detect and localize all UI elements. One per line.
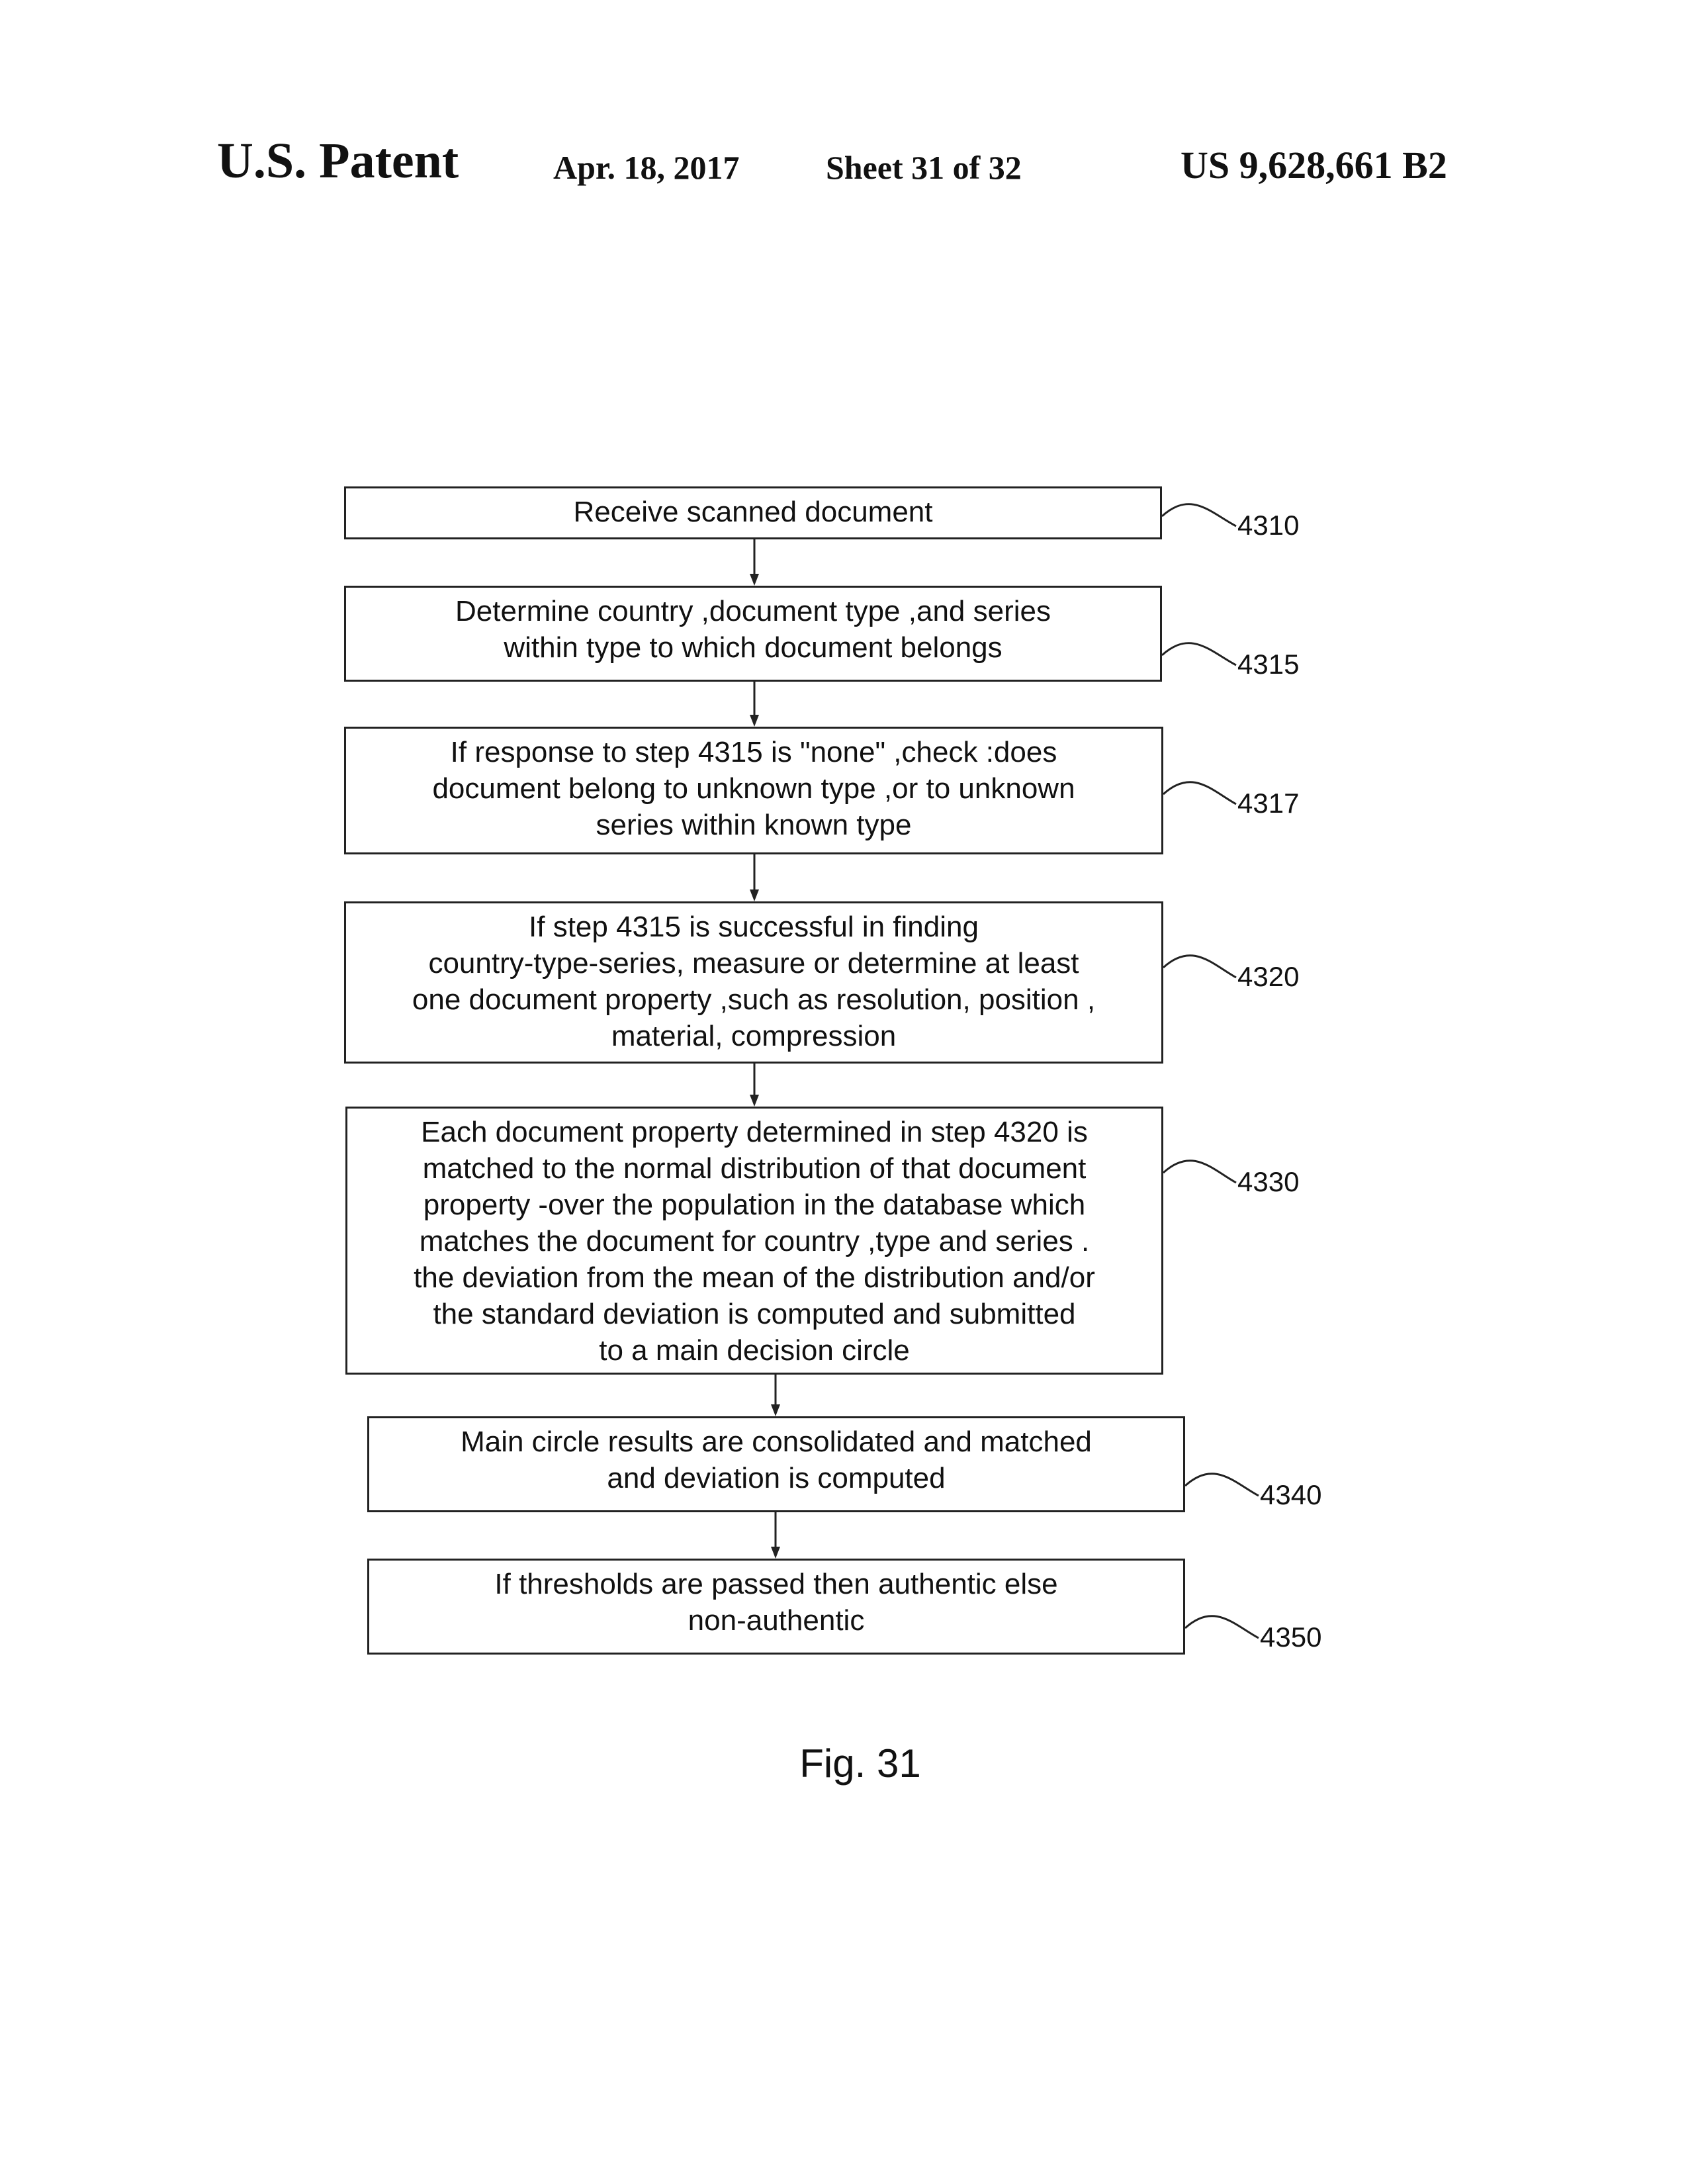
step-box-4317: If response to step 4315 is "none" ,chec…	[344, 727, 1163, 854]
step-box-4315: Determine country ,document type ,and se…	[344, 586, 1162, 682]
step-text-4330: Each document property determined in ste…	[414, 1116, 1095, 1367]
ref-label-4317: 4317	[1237, 788, 1300, 819]
step-text-4317: If response to step 4315 is "none" ,chec…	[432, 736, 1075, 841]
patent-number: US 9,628,661 B2	[1181, 144, 1447, 187]
ref-label-4340: 4340	[1260, 1479, 1322, 1510]
step-box-4350: If thresholds are passed then authentic …	[367, 1559, 1185, 1655]
ref-label-4350: 4350	[1260, 1621, 1322, 1653]
step-text-4315: Determine country ,document type ,and se…	[455, 595, 1051, 664]
patent-title: U.S. Patent	[217, 133, 459, 189]
figure-label: Fig. 31	[799, 1741, 921, 1786]
step-box-4320: If step 4315 is successful in finding co…	[344, 901, 1163, 1064]
step-text-4340: Main circle results are consolidated and…	[461, 1426, 1092, 1494]
patent-header: U.S. Patent Apr. 18, 2017 Sheet 31 of 32…	[0, 126, 1694, 205]
patent-date: Apr. 18, 2017	[553, 149, 740, 186]
leader-4320	[1162, 954, 1237, 979]
step-text-4310: Receive scanned document	[573, 496, 933, 528]
arrow-4340-to-4350	[771, 1512, 780, 1559]
leader-4350	[1184, 1615, 1259, 1639]
arrow-4315-to-4317	[750, 682, 759, 727]
leader-4310	[1161, 503, 1237, 527]
step-text-4320: If step 4315 is successful in finding co…	[412, 911, 1096, 1052]
ref-label-4310: 4310	[1237, 510, 1300, 541]
ref-label-4330: 4330	[1237, 1166, 1300, 1197]
ref-label-4320: 4320	[1237, 961, 1300, 992]
step-box-4330: Each document property determined in ste…	[345, 1107, 1163, 1375]
step-box-4310: Receive scanned document	[344, 486, 1162, 539]
ref-label-4315: 4315	[1237, 649, 1300, 680]
arrow-4330-to-4340	[771, 1375, 780, 1416]
leader-4317	[1162, 781, 1237, 805]
step-box-4340: Main circle results are consolidated and…	[367, 1416, 1185, 1512]
leader-4315	[1161, 642, 1237, 666]
sheet-number: Sheet 31 of 32	[826, 149, 1022, 186]
leader-4330	[1162, 1160, 1237, 1184]
step-text-4350: If thresholds are passed then authentic …	[494, 1568, 1058, 1637]
leader-4340	[1184, 1473, 1259, 1497]
arrow-4320-to-4330	[750, 1064, 759, 1107]
arrow-4317-to-4320	[750, 854, 759, 901]
arrow-4310-to-4315	[750, 539, 759, 586]
